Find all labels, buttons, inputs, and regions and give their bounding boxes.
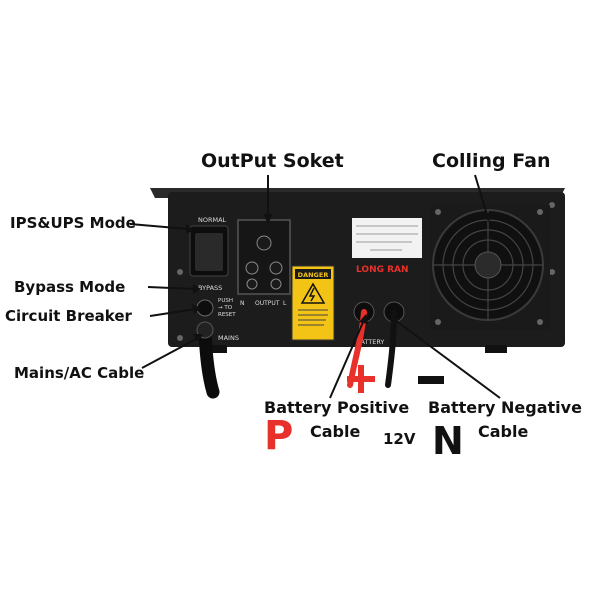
circuit-breaker-callout: Circuit Breaker (5, 307, 132, 325)
cabinet-foot-left (205, 345, 227, 353)
fan-hub (474, 251, 502, 279)
socket-pin (270, 278, 282, 290)
mains-cable-callout: Mains/AC Cable (14, 364, 145, 382)
minus-sign-icon (418, 376, 444, 384)
arrowhead-icon (482, 212, 492, 222)
fan-screw-icon (537, 319, 543, 325)
output-socket-callout: OutPut Soket (201, 150, 344, 172)
battery-negative-cable-callout: Cable (478, 422, 529, 441)
bypass-mode-callout: Bypass Mode (14, 278, 126, 296)
arrowhead-icon (390, 316, 400, 326)
output-socket-plate (237, 219, 291, 295)
mains-cable (198, 325, 220, 399)
arrow-bypass-mode (147, 286, 196, 290)
push-label: PUSH (218, 298, 233, 304)
lightning-icon (308, 287, 316, 302)
warning-triangle-icon (300, 282, 326, 304)
socket-pin (245, 261, 259, 275)
arrowhead-icon (192, 304, 201, 314)
positive-letter-p: P (264, 413, 294, 459)
arrow-battery-positive (329, 319, 365, 399)
normal-label: NORMAL (198, 216, 227, 224)
brand-logo: LONG RAN (356, 265, 409, 275)
danger-header (295, 269, 331, 279)
screw-icon (549, 202, 555, 208)
socket-pin (269, 261, 283, 275)
danger-label: DANGER (298, 271, 329, 279)
arrowhead-icon (186, 224, 194, 234)
fan-screw-icon (435, 209, 441, 215)
cabinet-foot-right (485, 345, 507, 353)
fan-screw-icon (537, 209, 543, 215)
mode-switch-rocker (195, 233, 223, 271)
socket-earth-pin (256, 235, 272, 251)
output-n-label: N (240, 300, 245, 307)
callout-arrows (129, 174, 501, 399)
arrow-circuit-breaker (149, 308, 197, 317)
arrowheads (186, 212, 492, 342)
arrowhead-icon (193, 284, 201, 294)
bypass-label: BYPASS (198, 284, 222, 292)
output-l-label: L (283, 300, 287, 307)
arrowhead-icon (193, 334, 203, 342)
battery-positive-callout: Battery Positive (264, 398, 410, 417)
screw-icon (549, 269, 555, 275)
screw-icon (177, 335, 183, 341)
screw-icon (177, 269, 183, 275)
arrow-mains-cable (141, 337, 199, 369)
battery-label: BATTERY (356, 338, 384, 346)
battery-positive-cable-callout: Cable (310, 422, 361, 441)
arrow-ips-ups-mode (129, 223, 189, 230)
socket-pin (246, 278, 258, 290)
mains-label: MAINS (218, 334, 239, 342)
arrow-battery-negative (394, 319, 501, 399)
cooling-fan-callout: Colling Fan (432, 150, 551, 172)
voltage-label: 12V (383, 430, 416, 448)
fan-screw-icon (435, 319, 441, 325)
battery-negative-callout: Battery Negative (428, 398, 582, 417)
rating-label (352, 218, 422, 258)
reset-label: RESET (218, 312, 236, 318)
to-label: → TO (218, 305, 233, 311)
negative-letter-n: N (432, 419, 464, 463)
arrowhead-icon (263, 214, 273, 224)
arrowhead-icon (359, 314, 368, 324)
arrow-cooling-fan (474, 174, 489, 219)
output-label: OUTPUT (255, 300, 280, 307)
ips-ups-mode-callout: IPS&UPS Mode (10, 214, 136, 232)
plus-sign-icon-vertical (358, 365, 364, 393)
